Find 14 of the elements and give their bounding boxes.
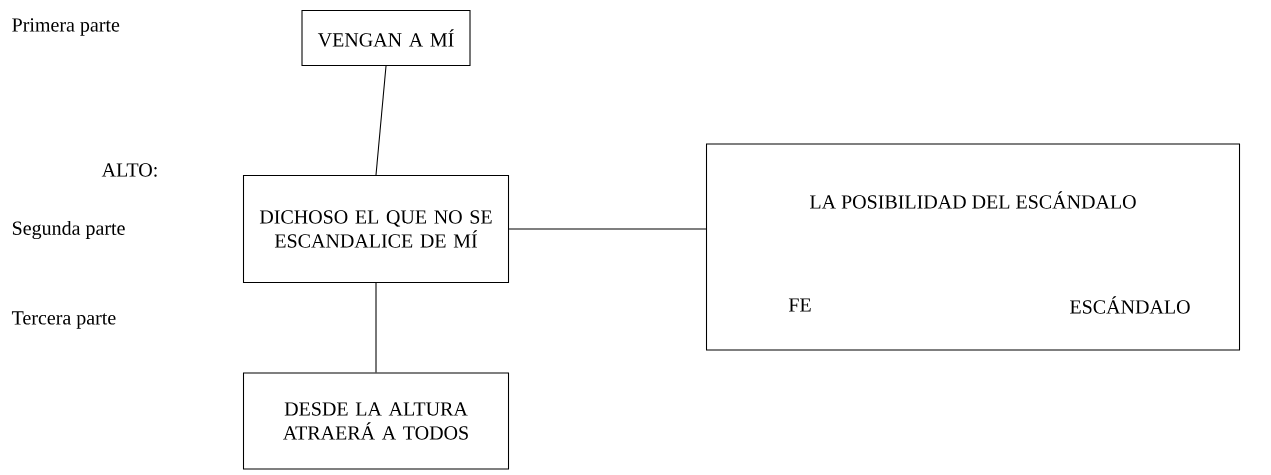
connector-line — [375, 282, 377, 373]
box-text: FE — [788, 298, 811, 312]
side-label: Primera parte — [12, 18, 120, 36]
text-box: VENGAN A MÍ — [301, 9, 471, 67]
box-text: ESCÁNDALO — [1070, 296, 1190, 314]
side-label: Tercera parte — [11, 311, 116, 329]
connector-line — [508, 228, 707, 230]
box-text: LA POSIBILIDAD DEL ESCÁNDALO — [810, 191, 1136, 209]
connector-line — [375, 65, 387, 176]
text-box: DICHOSO EL QUE NO SE ESCANDALICE DE MÍ — [242, 174, 510, 284]
text-box: DESDE LA ALTURA ATRAERÁ A TODOS — [242, 372, 510, 470]
side-label: ALTO: — [101, 163, 157, 177]
text-box — [705, 143, 1241, 351]
side-label: Segunda parte — [12, 220, 125, 240]
